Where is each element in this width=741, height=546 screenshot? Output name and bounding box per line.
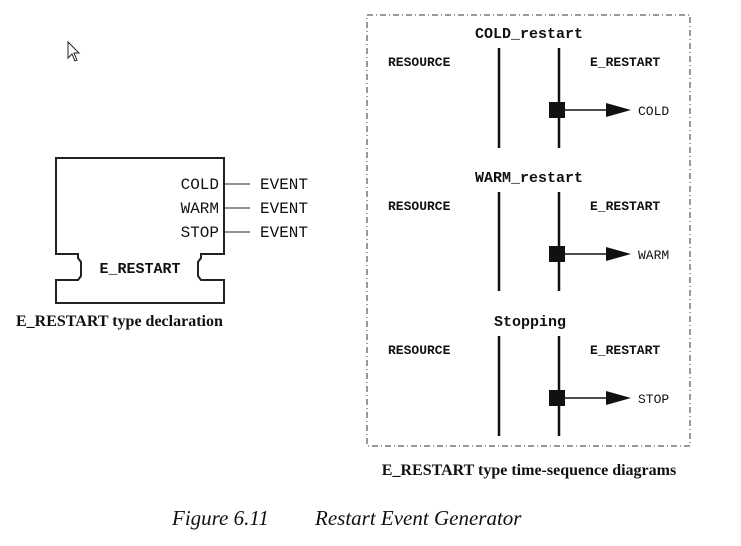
mouse-cursor-icon: [67, 40, 81, 62]
sequence-caption: E_RESTART type time-sequence diagrams: [382, 462, 676, 479]
output-name: STOP: [181, 224, 219, 242]
output-stop: STOP EVENT: [181, 224, 308, 242]
output-name: COLD: [181, 176, 219, 194]
sequence-stopping: Stopping RESOURCE E_RESTART STOP: [388, 314, 669, 436]
sequence-warm-restart: WARM_restart RESOURCE E_RESTART WARM: [388, 170, 669, 291]
e-restart-label: E_RESTART: [590, 55, 660, 70]
event-marker: [549, 390, 565, 406]
declaration-caption: E_RESTART type declaration: [16, 313, 223, 330]
output-cold: COLD EVENT: [181, 176, 308, 194]
figure-title: Restart Event Generator: [314, 506, 522, 530]
output-warm: WARM EVENT: [181, 200, 308, 218]
event-label: WARM: [638, 248, 669, 263]
event-arrowhead-icon: [606, 247, 631, 261]
figure-caption: Figure 6.11 Restart Event Generator: [171, 506, 522, 530]
e-restart-label: E_RESTART: [590, 199, 660, 214]
event-label: COLD: [638, 104, 669, 119]
event-marker: [549, 246, 565, 262]
event-label: STOP: [638, 392, 669, 407]
sequence-cold-restart: COLD_restart RESOURCE E_RESTART COLD: [388, 26, 669, 148]
event-arrowhead-icon: [606, 103, 631, 117]
sequence-title: COLD_restart: [475, 26, 583, 43]
function-block-outline: [55, 157, 225, 304]
resource-label: RESOURCE: [388, 55, 451, 70]
resource-label: RESOURCE: [388, 199, 451, 214]
event-arrowhead-icon: [606, 391, 631, 405]
sequence-frame: [366, 14, 691, 447]
figure-number: Figure 6.11: [171, 506, 269, 530]
output-type: EVENT: [260, 200, 308, 218]
sequence-title: WARM_restart: [475, 170, 583, 187]
e-restart-label: E_RESTART: [590, 343, 660, 358]
output-name: WARM: [181, 200, 219, 218]
output-type: EVENT: [260, 176, 308, 194]
function-block-declaration: COLD EVENT WARM EVENT STOP EVENT E_RESTA…: [16, 157, 308, 330]
event-marker: [549, 102, 565, 118]
resource-label: RESOURCE: [388, 343, 451, 358]
time-sequence-diagrams: COLD_restart RESOURCE E_RESTART COLD WAR…: [366, 14, 691, 479]
output-type: EVENT: [260, 224, 308, 242]
block-type-name: E_RESTART: [99, 261, 180, 278]
sequence-title: Stopping: [494, 314, 566, 331]
